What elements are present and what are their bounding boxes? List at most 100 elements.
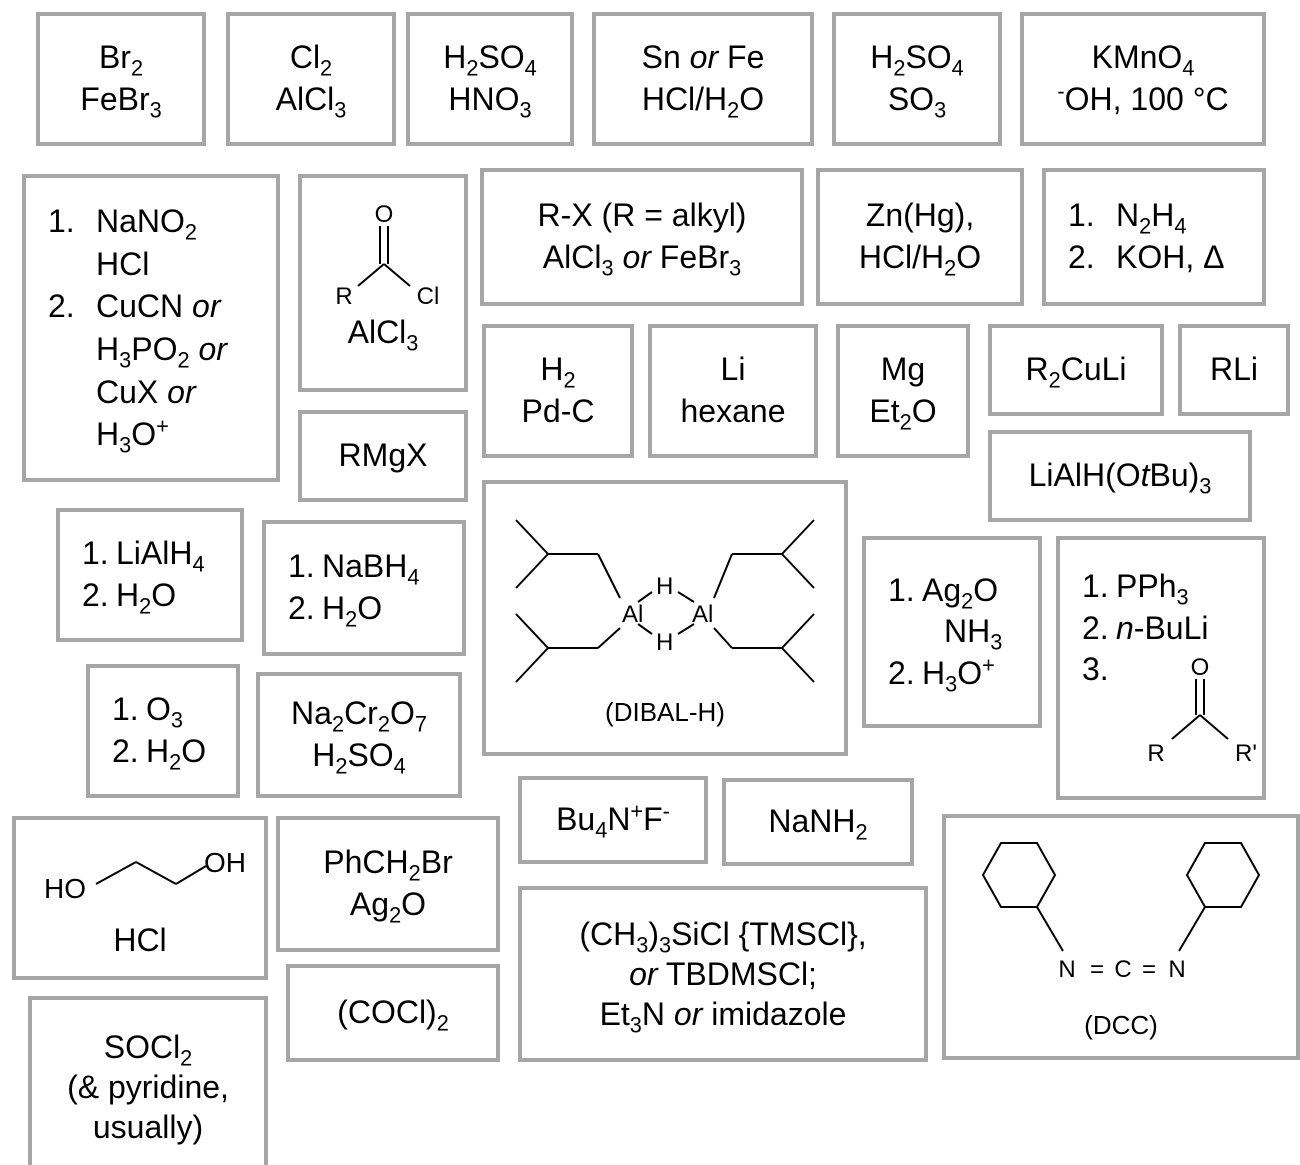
reagent-line: Mg	[880, 351, 926, 388]
step-2: 2.H2O	[82, 577, 177, 619]
hydroxyl-label: HO	[44, 873, 86, 904]
reagent-line: H2SO4	[443, 39, 537, 81]
catalyst-line: AlCl3 or FeBr3	[542, 239, 742, 281]
structure-caption: (DCC)	[1084, 1010, 1158, 1041]
card-nabh4: 1.NaBH4 2.H2O	[262, 520, 466, 656]
card-cuprate: R2CuLi	[988, 324, 1164, 416]
nitrogen-label: N	[1168, 956, 1185, 983]
card-tollens: 1.Ag2O NH3 2.H3O+	[862, 536, 1042, 728]
step-1: 1.PPh3	[1082, 568, 1189, 610]
step-1-line: NH3	[944, 613, 1003, 655]
solvent-line: Et2O	[869, 393, 937, 435]
card-wolff-kishner: 1.N2H4 2.KOH, Δ	[1042, 168, 1266, 306]
card-bromination: Br2 FeBr3	[36, 12, 206, 146]
card-ozonolysis: 1.O3 2.H2O	[86, 664, 240, 798]
card-acetal: HO OH HCl	[12, 816, 268, 980]
carbon-label: C	[1114, 956, 1131, 983]
reagent-line: Zn(Hg),	[865, 197, 975, 234]
card-lialh-otbu: LiAlH(OtBu)3	[988, 430, 1252, 522]
card-oxalyl: (COCl)2	[286, 964, 500, 1062]
card-alkylation: R-X (R = alkyl) AlCl3 or FeBr3	[480, 168, 804, 306]
catalyst-line: FeBr3	[80, 81, 162, 123]
r-prime-group-label: R'	[1235, 740, 1257, 767]
base-line: Et3N or imidazole	[599, 996, 847, 1038]
step-1: 1.N2H4	[1068, 197, 1187, 239]
reagent-line: SO3	[887, 81, 947, 123]
step-1: 1.O3	[112, 691, 183, 733]
solvent-line: hexane	[680, 393, 786, 429]
card-rli: RLi	[1178, 324, 1290, 416]
card-nitration: H2SO4 HNO3	[406, 12, 574, 146]
hydroxyl-label: OH	[204, 847, 246, 878]
ethylene-glycol-structure: HO OH	[44, 847, 246, 904]
card-benzyl: PhCH2Br Ag2O	[276, 816, 500, 952]
note-line: (& pyridine,	[67, 1068, 229, 1105]
reagent-line: or TBDMSCl;	[629, 956, 817, 992]
card-dichromate: Na2Cr2O7 H2SO4	[256, 672, 462, 798]
reagent-line: R2CuLi	[1025, 351, 1127, 393]
card-silyl: (CH3)3SiCl {TMSCl}, or TBDMSCl; Et3N or …	[518, 886, 928, 1062]
dibal-structure: Al Al H H	[515, 519, 815, 683]
step-1-line: HCl	[96, 245, 150, 282]
reagent-line: Na2Cr2O7	[291, 695, 427, 737]
card-diazonium: 1.NaNO2 HCl 2.CuCN or H3PO2 or CuX or H3…	[22, 174, 280, 482]
chlorine-label: Cl	[417, 283, 440, 308]
card-kmno4: KMnO4 -OH, 100 °C	[1020, 12, 1266, 146]
card-dibal: Al Al H H (DIBAL-H)	[482, 480, 848, 756]
card-lialh4: 1.LiAlH4 2.H2O	[56, 508, 244, 642]
reagent-line: Sn or Fe	[641, 39, 765, 76]
reagent-line: (CH3)3SiCl {TMSCl},	[579, 916, 867, 958]
catalyst-line: HCl	[113, 922, 167, 959]
ketone-structure: O R R'	[1147, 654, 1257, 767]
reagent-line: H2SO4	[870, 39, 964, 81]
hydride-label: H	[656, 629, 673, 656]
catalyst-line: Pd-C	[521, 393, 595, 429]
nitrogen-label: N	[1058, 956, 1075, 983]
step-2: 2.H3O+	[888, 652, 995, 697]
hydride-label: H	[656, 573, 673, 600]
step-2-line: H3O+	[96, 413, 169, 458]
step-1: 1.NaNO2	[48, 203, 198, 245]
card-grignard: RMgX	[298, 410, 468, 502]
card-sulfonation: H2SO4 SO3	[832, 12, 1002, 146]
reagent-line: NaNH2	[768, 803, 868, 845]
step-2: 2.KOH, Δ	[1068, 239, 1225, 275]
oxygen-label: O	[1191, 654, 1210, 681]
reagent-line: HCl/H2O	[641, 81, 765, 123]
reagent-line: PhCH2Br	[323, 844, 453, 886]
step-2-line: CuX or	[96, 373, 196, 410]
step-1: 1.LiAlH4	[82, 535, 205, 577]
r-group-label: R	[1147, 740, 1164, 767]
card-lithium: Li hexane	[648, 324, 818, 458]
note-line: usually)	[92, 1108, 204, 1145]
acyl-chloride-structure: O R Cl	[335, 201, 440, 308]
card-wittig: 1.PPh3 2.n-BuLi 3. O R R'	[1056, 536, 1266, 800]
reagent-line: HNO3	[448, 81, 532, 123]
double-bond-label: =	[1090, 956, 1104, 983]
reagent-line: Br2	[98, 39, 144, 81]
dcc-structure: N = C = N	[981, 842, 1261, 983]
step-1: 1.NaBH4	[288, 548, 420, 590]
card-acylation: O R Cl AlCl3	[298, 174, 468, 392]
card-thionyl: SOCl2 (& pyridine, usually)	[28, 996, 268, 1165]
step-2: 2.CuCN or	[48, 288, 221, 325]
reagent-line: Bu4N+F-	[556, 798, 670, 843]
reagent-line: R-X (R = alkyl)	[537, 197, 747, 234]
card-tbaf: Bu4N+F-	[518, 776, 708, 864]
card-nitro-reduction: Sn or Fe HCl/H2O	[592, 12, 814, 146]
r-group-label: R	[335, 283, 352, 308]
catalyst-line: AlCl3	[347, 314, 419, 356]
reagent-line: H2SO4	[312, 737, 406, 779]
reagent-line: (COCl)2	[337, 994, 449, 1036]
reagent-line: Li	[720, 351, 746, 388]
reagent-line: RMgX	[338, 437, 428, 474]
card-nanh2: NaNH2	[722, 778, 914, 866]
step-2: 2.H2O	[112, 733, 207, 775]
reagent-line: RLi	[1209, 351, 1258, 388]
reagent-line: HCl/H2O	[858, 239, 982, 281]
reagent-line: SOCl2	[103, 1028, 193, 1070]
step-1: 1.Ag2O	[888, 571, 999, 613]
step-2: 2.H2O	[288, 590, 383, 632]
catalyst-line: AlCl3	[275, 81, 347, 123]
card-clemmensen: Zn(Hg), HCl/H2O	[816, 168, 1024, 306]
